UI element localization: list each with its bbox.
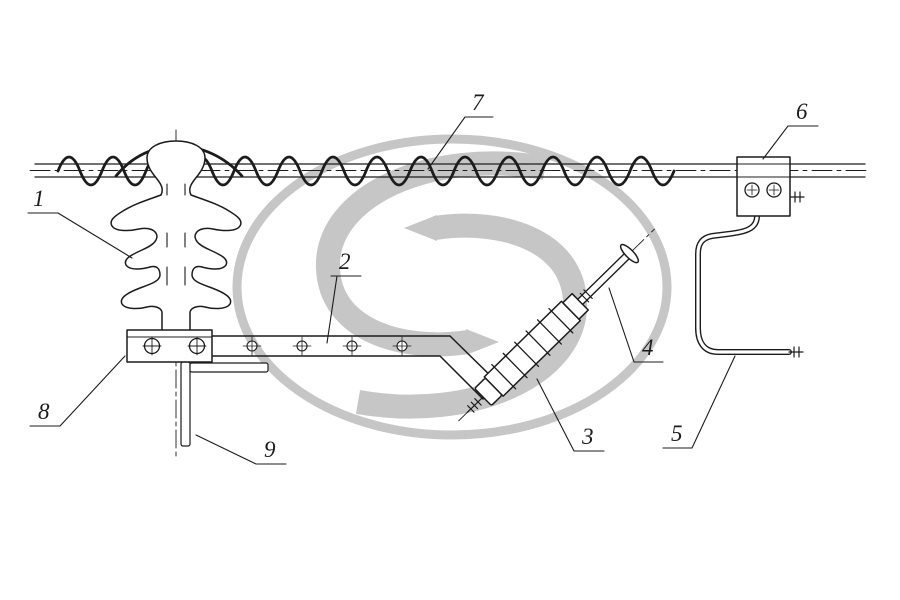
watermark-ellipse: [232, 134, 672, 440]
drawing-lines: [27, 116, 871, 465]
leader-line-6: [762, 125, 819, 160]
strap-horizontal: [189, 362, 269, 373]
callout-4: 4: [642, 335, 654, 360]
leader-line-7: [427, 116, 494, 170]
callout-1: 1: [33, 186, 45, 211]
arrester-lower-stud: [466, 396, 484, 413]
callout-6: 6: [796, 99, 808, 124]
arrester-ribs: [491, 307, 574, 390]
watermark-arrowhead-left: [404, 215, 437, 241]
leader-line-8: [29, 355, 126, 427]
watermark-arrowhead-right: [466, 329, 499, 355]
watermark-swirl-bottom: [355, 213, 587, 419]
callout-8: 8: [38, 399, 50, 424]
leader-line-1: [27, 212, 133, 259]
rod-collar: [579, 289, 593, 303]
ground-wire: [695, 213, 804, 358]
surge-arrester: [458, 228, 655, 422]
insulator-clamp: [126, 329, 213, 363]
callout-2: 2: [339, 249, 351, 274]
leader-line-9: [195, 434, 287, 465]
arrester-rod: [577, 252, 631, 306]
clamp-side-stud: [789, 191, 805, 203]
wire-clamp: [736, 156, 805, 217]
leader-lines: [27, 116, 819, 465]
leader-line-4: [608, 287, 664, 363]
strap-vertical: [180, 361, 191, 447]
pin-insulator: [110, 140, 242, 332]
rod-end-disc: [619, 243, 640, 264]
watermark-logo: [232, 134, 672, 440]
insulator-stem-lines: [166, 183, 186, 286]
watermark-swirl-top: [316, 151, 548, 357]
support-strap: [180, 361, 269, 447]
bar-bolt-holes: [242, 336, 412, 356]
callout-7: 7: [472, 90, 484, 115]
insulator-body: [110, 140, 242, 332]
leader-line-2: [326, 275, 362, 344]
callout-9: 9: [264, 437, 276, 462]
leader-line-3: [536, 378, 605, 452]
wire-end-stud: [788, 346, 804, 358]
callout-3: 3: [582, 424, 594, 449]
callout-5: 5: [671, 421, 683, 446]
leader-line-5: [662, 355, 736, 449]
